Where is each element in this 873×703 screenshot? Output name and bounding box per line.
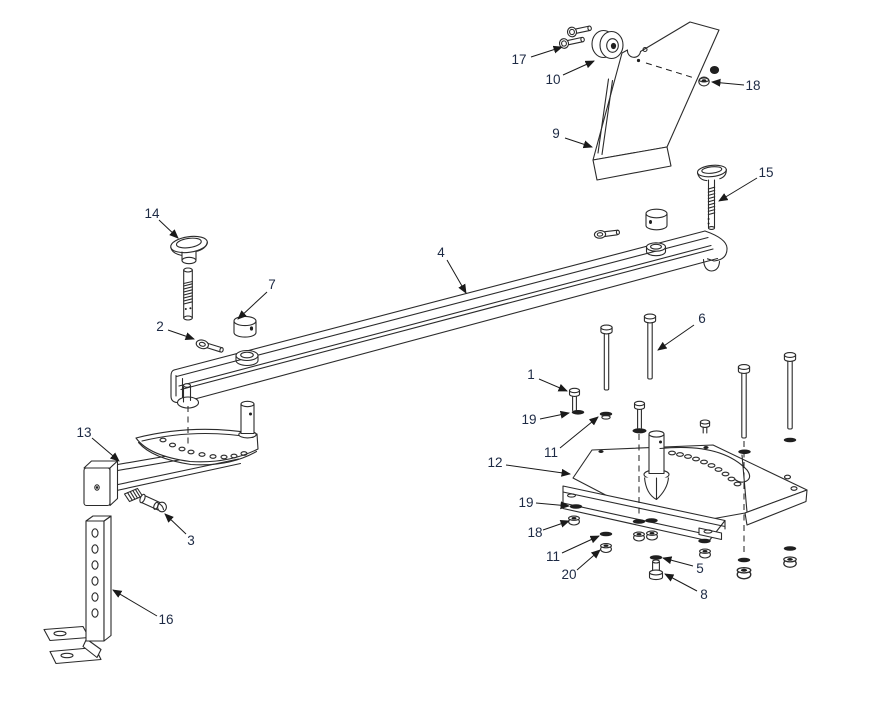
svg-text:8: 8 <box>700 587 708 602</box>
svg-text:20: 20 <box>561 567 576 582</box>
callout-11-bottom: 11 <box>546 535 600 564</box>
svg-text:12: 12 <box>487 455 502 470</box>
svg-text:16: 16 <box>158 612 173 627</box>
callout-6: 6 <box>657 311 706 351</box>
svg-text:14: 14 <box>144 206 160 221</box>
callout-19-top: 19 <box>521 410 570 427</box>
callout-20: 20 <box>561 549 601 582</box>
svg-text:18: 18 <box>745 78 760 93</box>
callout-18-bottom: 18 <box>527 520 570 540</box>
washers-and-nuts <box>568 410 797 580</box>
clip-pin-left <box>195 339 224 353</box>
callout-13: 13 <box>76 425 120 462</box>
panel-nuts <box>645 62 720 87</box>
callout-14: 14 <box>144 206 179 239</box>
svg-text:5: 5 <box>696 561 704 576</box>
callout-7: 7 <box>237 277 276 320</box>
shaft-collar-left <box>233 315 257 338</box>
callout-9: 9 <box>552 126 593 149</box>
callout-5: 5 <box>662 556 704 576</box>
svg-text:10: 10 <box>545 72 560 87</box>
shaft-collar-right <box>645 208 668 231</box>
svg-text:13: 13 <box>76 425 91 440</box>
callout-1: 1 <box>527 367 568 392</box>
callout-17: 17 <box>511 45 563 67</box>
callout-11-top: 11 <box>544 416 599 460</box>
roller-pulley <box>591 29 624 60</box>
svg-text:1: 1 <box>527 367 535 382</box>
main-beam <box>170 230 728 409</box>
svg-text:11: 11 <box>546 549 560 564</box>
svg-text:6: 6 <box>698 311 706 326</box>
callout-3: 3 <box>164 513 195 548</box>
short-bolt-1 <box>568 387 581 412</box>
callout-2: 2 <box>156 319 195 340</box>
assembly-axes <box>187 406 745 556</box>
callout-18-top: 18 <box>711 78 761 93</box>
svg-text:2: 2 <box>156 319 164 334</box>
socket-bolts <box>558 25 592 49</box>
callout-4: 4 <box>437 245 467 294</box>
callout-8: 8 <box>664 573 708 602</box>
panel-plate <box>592 21 720 181</box>
callout-15: 15 <box>718 165 774 202</box>
threaded-stud <box>183 267 193 321</box>
callout-10: 10 <box>545 60 595 87</box>
callout-19-bottom: 19 <box>518 495 570 510</box>
svg-text:18: 18 <box>527 525 542 540</box>
svg-text:11: 11 <box>544 445 558 460</box>
clip-pin-right <box>593 229 620 239</box>
bolt-8 <box>648 559 664 581</box>
svg-text:3: 3 <box>187 533 195 548</box>
svg-text:19: 19 <box>518 495 533 510</box>
svg-text:7: 7 <box>268 277 276 292</box>
svg-text:15: 15 <box>758 165 773 180</box>
small-bolt-right <box>699 419 711 434</box>
callout-12: 12 <box>487 455 571 477</box>
center-bolt <box>632 400 647 434</box>
svg-text:4: 4 <box>437 245 445 260</box>
detent-pin <box>123 487 167 513</box>
svg-text:17: 17 <box>511 52 526 67</box>
base-plate-assembly <box>562 430 808 542</box>
callout-16: 16 <box>112 589 174 627</box>
t-handle-screw <box>696 164 727 230</box>
pivot-arm-assembly <box>83 400 259 507</box>
long-bolts <box>600 313 657 391</box>
svg-text:9: 9 <box>552 126 560 141</box>
knob <box>170 235 208 265</box>
svg-text:19: 19 <box>521 412 536 427</box>
long-bolts-right <box>737 352 797 439</box>
upright-post <box>43 515 112 665</box>
